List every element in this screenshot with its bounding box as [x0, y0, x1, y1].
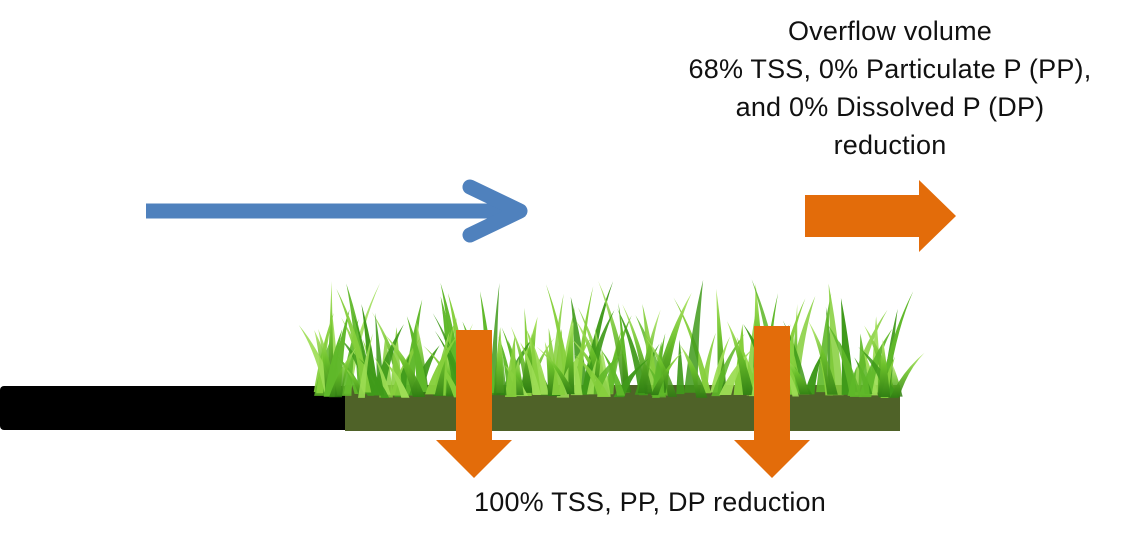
- grass-blade: [673, 297, 712, 394]
- grass-blade: [493, 335, 507, 396]
- grass-blade: [520, 342, 541, 396]
- grass-blade: [374, 356, 391, 395]
- grass-blade: [358, 358, 390, 398]
- overflow-label-line-1: Overflow volume: [787, 16, 993, 46]
- grass-blade: [816, 293, 832, 393]
- grass-blade: [847, 365, 857, 396]
- grass-blade: [847, 309, 888, 396]
- grass-blade: [637, 309, 661, 394]
- grass-blade: [782, 356, 813, 395]
- grass-blade: [804, 351, 824, 395]
- overflow-volume-label: Overflow volume 68% TSS, 0% Particulate …: [640, 12, 1124, 164]
- grass-blade: [782, 320, 809, 395]
- grass-blade: [357, 333, 373, 398]
- grass-blade: [504, 335, 517, 398]
- grass-blade: [423, 345, 462, 398]
- grass-blade: [371, 324, 404, 396]
- grass-blade: [406, 316, 429, 393]
- impervious-pavement: [0, 386, 360, 430]
- infiltration-reduction-label: 100% TSS, PP, DP reduction: [474, 487, 826, 517]
- grass-blade: [711, 333, 745, 397]
- infiltration-arrow-left-icon: [436, 330, 512, 478]
- infiltration-arrow-right-icon: [734, 326, 810, 478]
- grass-blade: [858, 333, 870, 396]
- grass-blade: [878, 339, 891, 398]
- grass-blade: [617, 308, 649, 396]
- grass-blade: [598, 281, 632, 393]
- grass-blade: [676, 339, 685, 395]
- grass-blade: [574, 286, 594, 394]
- overflow-label-line-2: 68% TSS, 0% Particulate P (PP),: [688, 54, 1092, 84]
- grass-blade: [573, 353, 610, 397]
- grass-blade: [613, 358, 650, 398]
- grass-blade: [889, 352, 925, 398]
- grass-blade: [328, 347, 356, 398]
- overflow-label-line-4: reduction: [833, 130, 947, 160]
- grass-blade: [808, 321, 838, 395]
- overflow-label-line-3: and 0% Dissolved P (DP): [735, 92, 1045, 122]
- grass-blade: [645, 337, 678, 397]
- grass-blade: [646, 364, 667, 398]
- grass-blade: [600, 349, 626, 396]
- grass-blade: [679, 344, 708, 398]
- grass-blade: [385, 334, 426, 397]
- grass-blade: [383, 359, 410, 398]
- inflow-arrow-icon: [146, 179, 528, 243]
- grass-icon: [298, 279, 925, 398]
- grass-blade: [879, 291, 914, 394]
- grass-blade: [425, 332, 460, 395]
- grass-blade: [536, 346, 575, 395]
- overflow-arrow-icon: [805, 180, 956, 252]
- grass-blade: [726, 321, 755, 396]
- grass-blade: [710, 336, 731, 393]
- grass-blade: [323, 329, 343, 397]
- grass-blade: [336, 288, 372, 393]
